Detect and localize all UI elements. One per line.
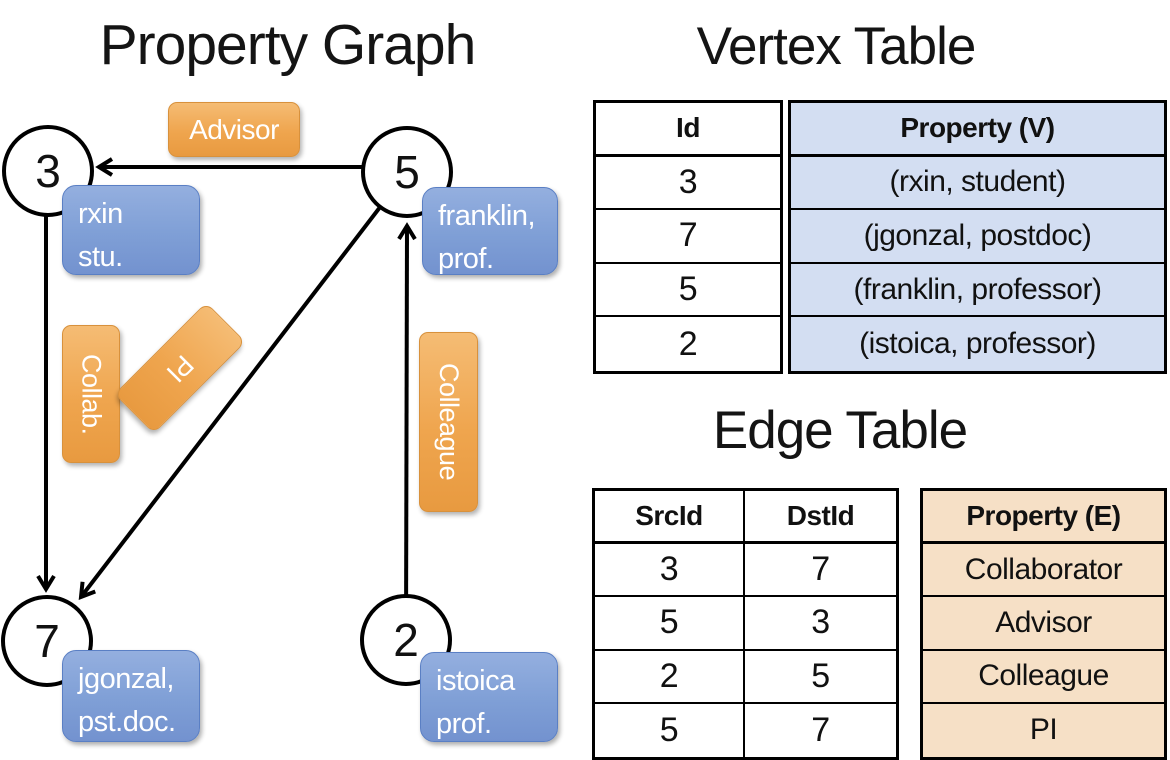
vertex-property-line: franklin, <box>438 200 536 232</box>
vertex-property-line: istoica <box>436 665 515 697</box>
node-3-id: 3 <box>35 145 61 197</box>
edge-table-src-cell: 2 <box>595 650 745 704</box>
edge-table-title: Edge Table <box>712 401 968 460</box>
node-5-id: 5 <box>394 146 420 198</box>
edge-table-dst-cell: 7 <box>811 710 830 749</box>
vertex-table-property-column: Property (V) (rxin, student) (jgonzal, p… <box>788 100 1167 374</box>
edge-table-src-cell: 3 <box>595 544 745 598</box>
edge-table-property-cell: Collaborator <box>923 544 1164 598</box>
vertex-property-line: prof. <box>436 707 492 740</box>
vertex-property-line: jgonzal, <box>78 663 174 695</box>
vertex-table-id-column: Id 3 7 5 2 <box>593 100 783 374</box>
vertex-table-id-cell: 5 <box>596 264 780 318</box>
vertex-table-id-header: Id <box>596 103 780 157</box>
vertex-property-line: stu. <box>78 240 123 273</box>
vertex-table-title: Vertex Table <box>696 17 977 76</box>
vertex-table-property-cell: (istoica, professor) <box>859 327 1096 361</box>
vertex-property-line: pst.doc. <box>78 705 176 738</box>
edge-table-property-header: Property (E) <box>923 491 1164 545</box>
edge-table-src-cell: 5 <box>595 703 745 757</box>
vertex-table-property-cell: (rxin, student) <box>791 157 1164 211</box>
edge-label-advisor: Advisor <box>168 102 300 157</box>
vertex-table-property-header: Property (V) <box>791 103 1164 157</box>
vertex-table-id-cell: 2 <box>678 324 698 363</box>
edge-table-src-header: SrcId <box>595 491 745 545</box>
edge-table-property-cell: PI <box>1029 713 1058 747</box>
edge-table-dst-cell: 3 <box>745 597 896 651</box>
edge-table-src-cell: 5 <box>595 597 745 651</box>
edge-pi-arrow <box>78 170 409 601</box>
edge-label-colleague: Colleague <box>419 332 478 512</box>
edge-table-property-column: Property (E) Collaborator Advisor Collea… <box>920 488 1167 760</box>
node-2-id: 2 <box>393 614 419 666</box>
edge-table-src-dst-columns: SrcId DstId 3 7 5 3 2 5 5 7 <box>592 488 899 760</box>
edge-table-dst-cell: 5 <box>745 651 896 704</box>
edge-colleague-arrow <box>397 222 417 641</box>
vertex-property-line: prof. <box>438 242 494 275</box>
vertex-table-id-cell: 3 <box>596 157 780 211</box>
vertex-property-box-3: rxin stu. <box>62 185 200 275</box>
vertex-table-id-cell: 7 <box>596 210 780 264</box>
vertex-property-box-2: istoica prof. <box>420 652 558 742</box>
node-7-id: 7 <box>34 615 60 667</box>
edge-label-collab: Collab. <box>62 325 120 463</box>
graph-edges-canvas <box>36 157 417 641</box>
vertex-property-line: rxin <box>78 198 123 230</box>
vertex-table-property-cell: (franklin, professor) <box>791 264 1164 318</box>
property-graph-title: Property Graph <box>99 13 477 77</box>
edge-table-dst-cell: 7 <box>745 544 896 598</box>
vertex-property-box-5: franklin, prof. <box>422 187 558 275</box>
edge-table-property-cell: Colleague <box>923 651 1164 704</box>
node-2: 2 <box>360 594 452 686</box>
edge-table-property-cell: Advisor <box>923 597 1164 651</box>
vertex-table-property-cell: (jgonzal, postdoc) <box>791 210 1164 264</box>
edge-table-dst-header: DstId <box>745 491 896 545</box>
vertex-property-box-7: jgonzal, pst.doc. <box>62 650 200 742</box>
node-5: 5 <box>361 126 453 218</box>
